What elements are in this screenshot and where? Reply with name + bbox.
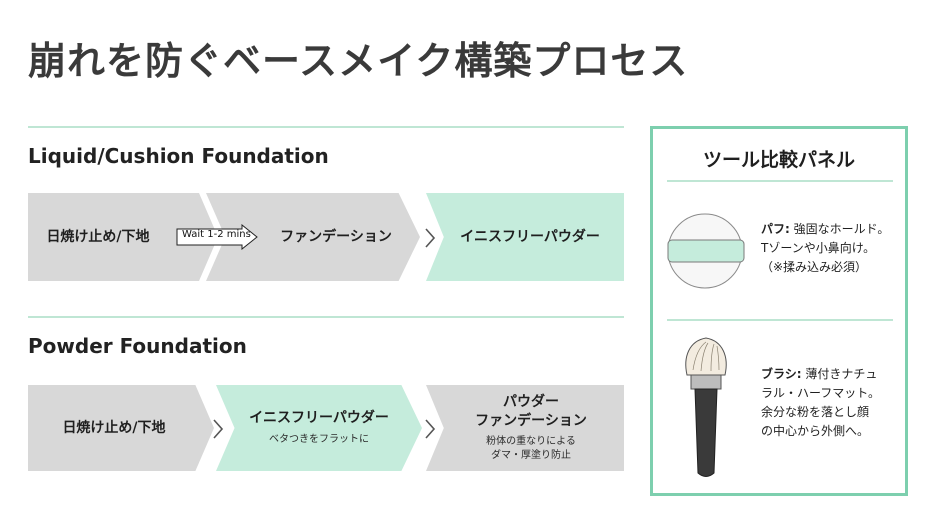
section-divider-top [28, 126, 624, 128]
tool-comparison-panel: ツール比較パネル パフ: 強固なホールド。 Tゾーンや小鼻向け。 （※揉み込み必… [650, 126, 908, 496]
powder-step-powder: イニスフリーパウダー ベタつきをフラットに [216, 385, 422, 471]
chevron-right-icon [213, 419, 224, 439]
brush-line1: 薄付きナチュ [805, 367, 878, 381]
panel-divider-middle [667, 319, 893, 321]
liquid-section-heading: Liquid/Cushion Foundation [28, 144, 329, 168]
powder-step-foundation-note1: 粉体の重なりによる [486, 435, 576, 447]
powder-step-sunscreen-label: 日焼け止め/下地 [62, 419, 166, 436]
puff-label: パフ: [761, 222, 790, 236]
brush-description: ブラシ: 薄付きナチュ ラル・ハーフマット。 余分な粉を落とし顔 の中心から外側… [761, 365, 880, 441]
brush-line4: の中心から外側へ。 [761, 424, 870, 438]
liquid-step-powder-label: イニスフリーパウダー [460, 228, 600, 245]
wait-arrow: Wait 1-2 mins [176, 223, 258, 251]
puff-line2: Tゾーンや小鼻向け。 [761, 241, 876, 255]
liquid-step-powder: イニスフリーパウダー [426, 193, 624, 281]
panel-divider-top [667, 180, 893, 182]
powder-step-sunscreen: 日焼け止め/下地 [28, 385, 214, 471]
brush-icon [685, 337, 727, 477]
puff-description: パフ: 強固なホールド。 Tゾーンや小鼻向け。 （※揉み込み必須） [761, 220, 889, 277]
brush-label: ブラシ: [761, 367, 802, 381]
brush-line3: 余分な粉を落とし顔 [761, 405, 870, 419]
chevron-right-icon [425, 419, 436, 439]
section-divider-middle [28, 316, 624, 318]
powder-step-foundation: パウダー ファンデーション 粉体の重なりによる ダマ・厚塗り防止 [426, 385, 624, 471]
powder-step-powder-label: イニスフリーパウダー [249, 409, 389, 426]
powder-step-foundation-line2: ファンデーション [475, 413, 587, 429]
liquid-step-sunscreen-label: 日焼け止め/下地 [46, 228, 150, 245]
puff-icon [667, 213, 745, 289]
liquid-step-foundation-label: ファンデーション [280, 228, 392, 245]
wait-label: Wait 1-2 mins [182, 229, 251, 240]
chevron-right-icon [425, 228, 436, 248]
powder-step-foundation-line1: パウダー [503, 394, 559, 411]
panel-title: ツール比較パネル [702, 149, 855, 171]
puff-line1: 強固なホールド。 [793, 222, 890, 236]
brush-line2: ラル・ハーフマット。 [761, 386, 881, 400]
wait-arrow-icon [176, 223, 258, 251]
powder-section-heading: Powder Foundation [28, 334, 247, 358]
powder-step-foundation-note2: ダマ・厚塗り防止 [491, 449, 571, 461]
puff-line3: （※揉み込み必須） [761, 260, 868, 274]
page-title: 崩れを防ぐベースメイク構築プロセス [28, 39, 689, 83]
powder-step-powder-note: ベタつきをフラットに [269, 434, 369, 446]
